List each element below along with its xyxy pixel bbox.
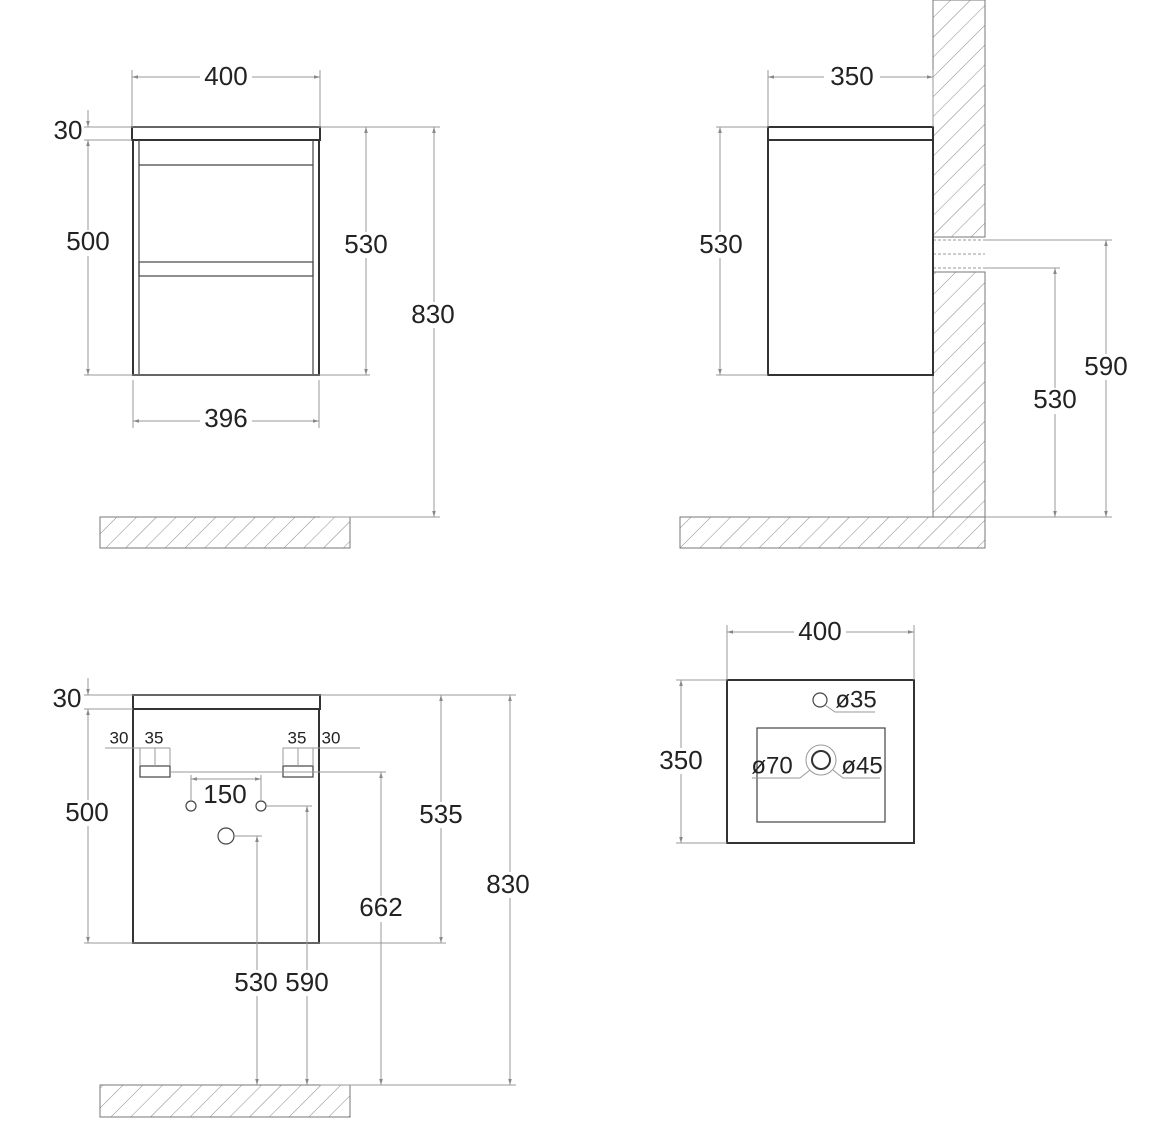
wall-hatch: [932, 271, 986, 518]
mounting-bracket-left: [139, 765, 171, 778]
floor-hatch: [679, 516, 986, 549]
floor-hatch: [99, 1084, 351, 1118]
back-view: 30 500 535 830 30 35 35 30 150 662 590 5…: [53, 678, 538, 1118]
dim-pipe-lower: 530: [1033, 384, 1076, 414]
dim-bracket-right-width: 35: [288, 728, 307, 747]
pipe-hole-right: [255, 800, 267, 812]
drain-inner: [811, 750, 831, 770]
countertop-outline: [726, 679, 915, 844]
countertop: [131, 126, 321, 141]
cabinet-body: [132, 139, 320, 376]
countertop: [767, 126, 934, 141]
side-view: 350 530 590 530: [679, 0, 1134, 549]
dim-top-thickness: 30: [54, 115, 83, 145]
countertop: [132, 694, 321, 710]
pipe-hole-left: [185, 800, 197, 812]
dim-hole-spacing: 150: [203, 779, 246, 809]
dim-drain-inner: ø45: [841, 752, 882, 779]
dim-tap-hole: ø35: [835, 686, 876, 713]
dim-drain-outer: ø70: [751, 752, 792, 779]
basin-outline: [756, 727, 886, 823]
front-view: 400 396 30 500 530 830: [54, 61, 462, 549]
drain-outer: [805, 744, 837, 776]
dim-depth: 350: [659, 745, 702, 775]
dim-top-thickness: 30: [53, 683, 82, 713]
dim-width-bottom: 396: [204, 403, 247, 433]
dim-total-height: 830: [486, 869, 529, 899]
dim-hole-height: 590: [285, 967, 328, 997]
dim-depth: 350: [830, 61, 873, 91]
tap-hole: [812, 692, 828, 708]
dim-drain-height: 530: [234, 967, 277, 997]
dim-body-height: 500: [65, 797, 108, 827]
wall-hatch: [932, 0, 986, 238]
dim-bracket-height: 662: [359, 892, 402, 922]
drain-hole: [217, 827, 235, 845]
dim-bracket-right-offset: 30: [322, 728, 341, 747]
dim-cabinet-height: 530: [344, 229, 387, 259]
dim-cabinet-height: 530: [699, 229, 742, 259]
top-view: 400 350 ø35 ø70 ø45: [654, 616, 915, 844]
dim-cabinet-height: 535: [419, 799, 462, 829]
dim-total-height: 830: [411, 299, 454, 329]
drawer-rail: [138, 261, 314, 277]
dim-body-height: 500: [66, 226, 109, 256]
dim-pipe-upper: 590: [1084, 351, 1127, 381]
dim-bracket-left-width: 35: [145, 728, 164, 747]
dim-width-top: 400: [204, 61, 247, 91]
cabinet-body: [767, 139, 934, 376]
dim-width: 400: [798, 616, 841, 646]
floor-hatch: [99, 516, 351, 549]
dim-bracket-left-offset: 30: [110, 728, 129, 747]
